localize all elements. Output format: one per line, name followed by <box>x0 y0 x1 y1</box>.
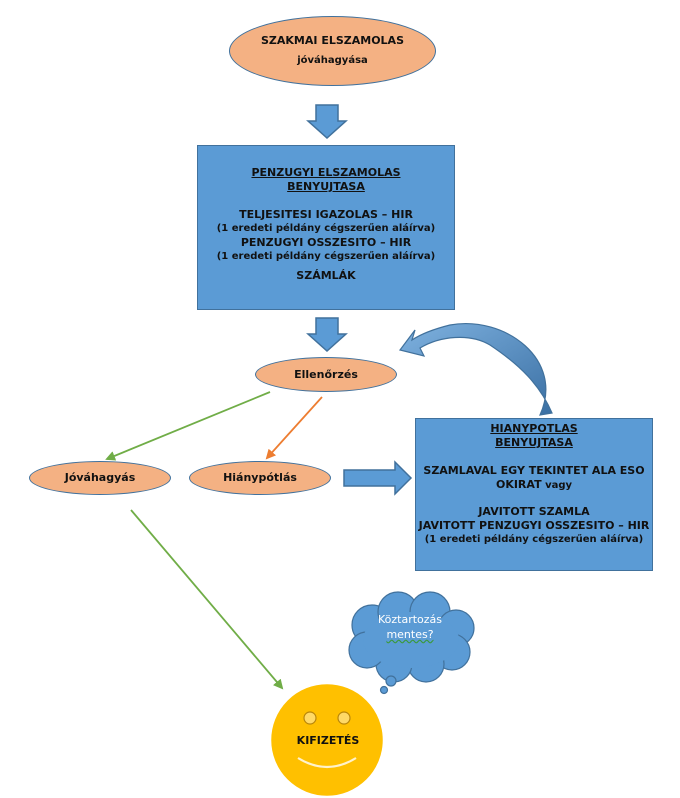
financial-submission-title-2: BENYUJTASA <box>287 180 365 193</box>
thought-cloud-line-1: Köztartozás <box>377 613 443 626</box>
deficiency-submission-line-1: SZAMLAVAL EGY TEKINTET ALA ESO <box>423 464 645 477</box>
financial-submission-item-2: PENZUGYI OSSZESITO – HIR <box>240 236 412 249</box>
deficiency-submission-line-3: JAVITOTT SZAMLA <box>478 505 590 518</box>
right-block-arrow <box>343 460 413 496</box>
financial-submission-box: PENZUGYI ELSZAMOLAS BENYUJTASA TELJESITE… <box>197 145 455 310</box>
deficiency-node-label: Hiánypótlás <box>223 471 297 484</box>
financial-submission-item-2-note: (1 eredeti példány cégszerűen aláírva) <box>216 251 436 262</box>
deficiency-node: Hiánypótlás <box>189 461 331 495</box>
deficiency-submission-line-2-row: OKIRAT vagy <box>496 478 572 493</box>
thought-cloud-icon <box>348 591 475 695</box>
arrow-check-to-deficiency <box>265 396 323 460</box>
financial-submission-item-1: TELJESITESI IGAZOLAS – HIR <box>239 208 413 221</box>
smiley-face-icon <box>271 684 383 796</box>
deficiency-submission-title-1: HIANYPOTLAS <box>490 422 578 435</box>
financial-submission-item-3: SZÁMLÁK <box>296 269 356 282</box>
deficiency-submission-box: HIANYPOTLAS BENYUJTASA SZAMLAVAL EGY TEK… <box>415 418 653 571</box>
deficiency-submission-line-2-suffix: vagy <box>545 480 573 491</box>
thought-cloud-line-2: mentes? <box>386 628 434 641</box>
arrow-approval-to-payment <box>130 509 284 690</box>
deficiency-submission-line-4: JAVITOTT PENZUGYI OSSZESITO – HIR <box>418 519 650 532</box>
approval-node: Jóváhagyás <box>29 461 171 495</box>
arrow-check-to-approval <box>105 391 271 461</box>
financial-submission-item-1-note: (1 eredeti példány cégszerűen aláírva) <box>216 223 436 234</box>
start-node-professional-settlement: SZAKMAI ELSZAMOLAS jóváhagyása <box>229 16 436 86</box>
deficiency-submission-line-5: (1 eredeti példány cégszerűen aláírva) <box>424 534 644 545</box>
down-block-arrow-2 <box>306 317 348 353</box>
deficiency-submission-line-2: OKIRAT <box>495 478 542 491</box>
financial-submission-title-1: PENZUGYI ELSZAMOLAS <box>251 166 401 179</box>
down-block-arrow-1 <box>306 104 348 140</box>
thought-cloud-text: Köztartozás mentes? <box>350 612 470 642</box>
start-node-subtitle: jóváhagyása <box>297 55 368 66</box>
start-node-title: SZAKMAI ELSZAMOLAS <box>261 34 404 47</box>
payment-label: KIFIZETÉS <box>296 734 360 747</box>
return-curved-arrow <box>398 323 553 416</box>
check-node-label: Ellenőrzés <box>294 367 358 381</box>
deficiency-submission-title-2: BENYUJTASA <box>495 436 573 449</box>
approval-node-label: Jóváhagyás <box>64 471 136 484</box>
check-node: Ellenőrzés <box>255 357 397 392</box>
